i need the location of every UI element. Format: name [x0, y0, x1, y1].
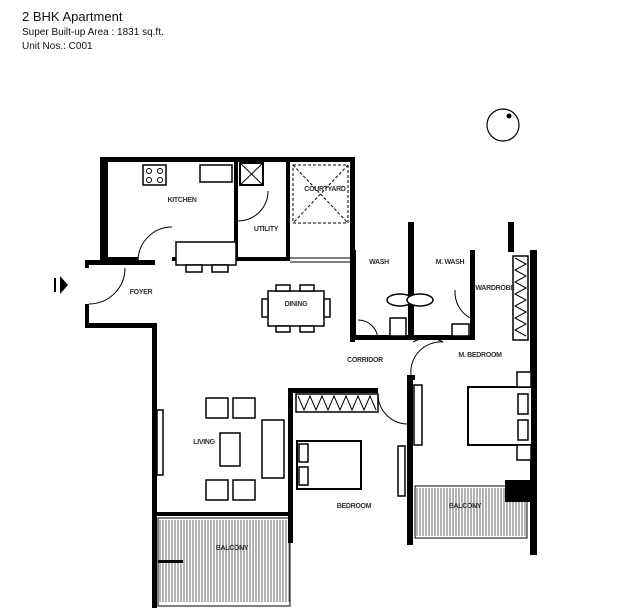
bed-furniture [296, 371, 533, 497]
label-courtyard: COURTYARD [304, 186, 346, 193]
label-wash: WASH [369, 259, 389, 266]
kitchen-fixtures [88, 162, 269, 305]
label-foyer: FOYER [130, 289, 153, 296]
label-corridor: CORRIDOR [347, 357, 383, 364]
walls [85, 157, 537, 608]
plan-title: 2 BHK Apartment [22, 9, 123, 24]
unit-number: Unit Nos.: C001 [22, 41, 93, 52]
plan-header: 2 BHK Apartment Super Built-up Area : 18… [22, 9, 164, 52]
room-labels: KITCHEN UTILITY COURTYARD FOYER DINING W… [130, 186, 516, 552]
living-furniture [156, 397, 285, 501]
courtyard [290, 164, 350, 263]
balcony-hatch [157, 485, 528, 607]
label-utility: UTILITY [254, 226, 279, 233]
label-living: LIVING [193, 439, 215, 446]
label-balcony-master: BALCONY [449, 503, 482, 510]
label-m-bedroom: M. BEDROOM [458, 352, 502, 359]
label-balcony-living: BALCONY [216, 545, 249, 552]
label-kitchen: KITCHEN [167, 197, 196, 204]
north-compass-icon [486, 108, 520, 142]
wardrobes [295, 255, 529, 425]
label-dining: DINING [285, 301, 309, 308]
entry-arrow-icon [54, 276, 68, 294]
label-wardrobe: WARDROBE [475, 285, 515, 292]
dining-table [261, 284, 331, 333]
super-built-up-area: Super Built-up Area : 1831 sq.ft. [22, 27, 164, 38]
label-m-wash: M. WASH [436, 259, 465, 266]
label-bedroom: BEDROOM [337, 503, 372, 510]
bath-fixtures [357, 289, 471, 376]
